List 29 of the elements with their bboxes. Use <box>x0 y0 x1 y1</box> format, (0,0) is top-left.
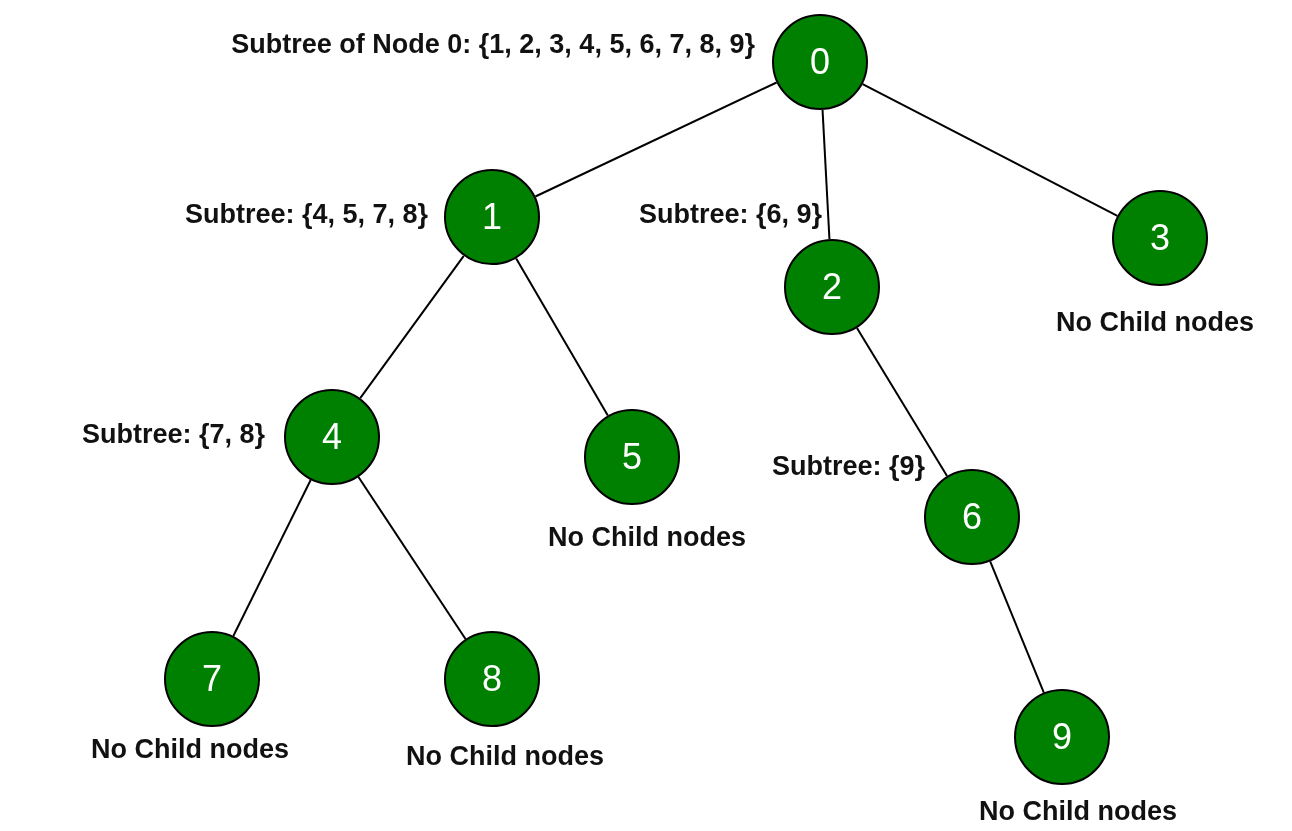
connector-line <box>855 327 949 477</box>
node-number: 8 <box>482 661 502 697</box>
node-number: 5 <box>622 439 642 475</box>
node-annotation: No Child nodes <box>406 742 604 772</box>
node-number: 3 <box>1150 220 1170 256</box>
node-annotation: No Child nodes <box>548 523 746 553</box>
node-number: 7 <box>202 661 222 697</box>
connector-line <box>357 476 467 640</box>
connector-line <box>515 257 609 417</box>
node-annotation: Subtree: {9} <box>771 452 925 482</box>
node-number: 9 <box>1052 719 1072 755</box>
node-annotation: Subtree: {4, 5, 7, 8} <box>184 200 428 230</box>
node-number: 6 <box>962 499 982 535</box>
connector-line <box>534 81 778 198</box>
connector-line <box>821 108 831 241</box>
node-number: 0 <box>810 44 830 80</box>
node-number: 2 <box>822 269 842 305</box>
node-annotation: Subtree: {7, 8} <box>81 420 265 450</box>
node-annotation: Subtree of Node 0: {1, 2, 3, 4, 5, 6, 7, 8, 9} <box>231 30 755 60</box>
node-annotation: No Child nodes <box>979 797 1177 827</box>
node-number: 1 <box>482 199 502 235</box>
node-annotation: No Child nodes <box>91 735 289 765</box>
node-annotation: Subtree: {6, 9} <box>638 200 822 230</box>
connector-line <box>232 479 312 637</box>
connector-line <box>359 254 465 400</box>
connector-line <box>989 560 1045 694</box>
node-number: 4 <box>322 419 342 455</box>
node-annotation: No Child nodes <box>1056 308 1254 338</box>
connector-line <box>861 83 1119 217</box>
